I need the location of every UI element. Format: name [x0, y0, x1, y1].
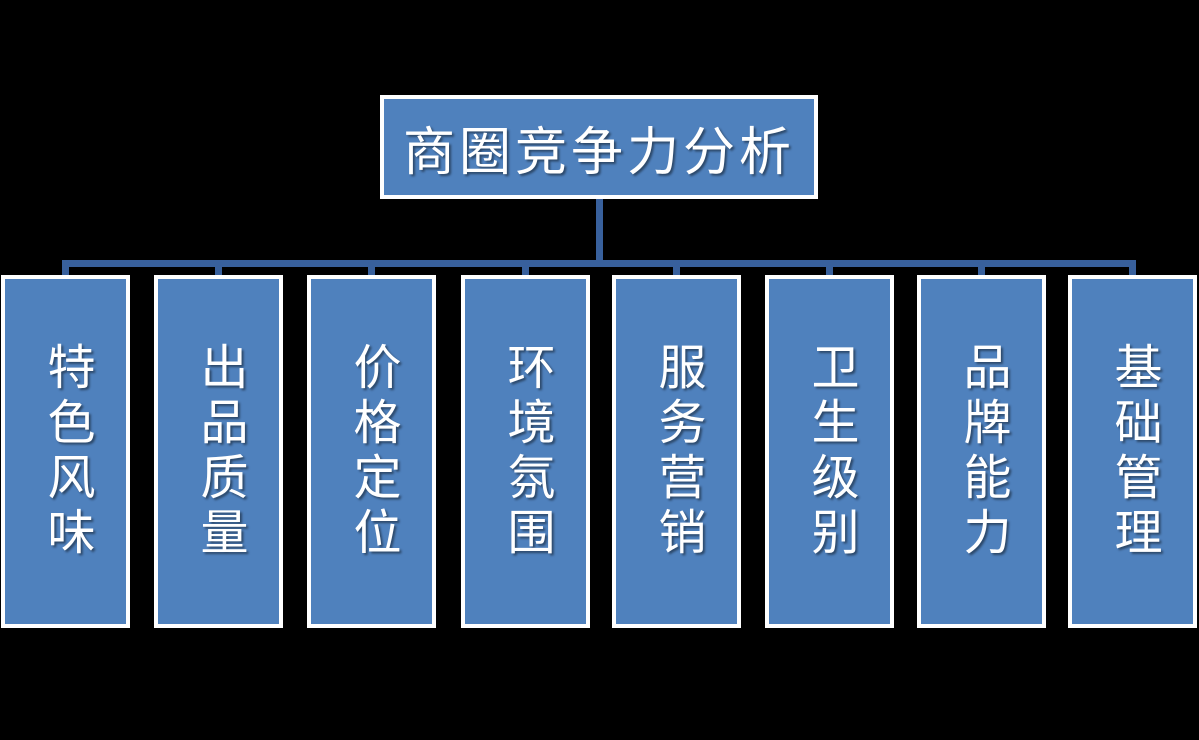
branch-node-special-flavor: 特色风味 [1, 275, 130, 628]
branch-node-price-positioning: 价格定位 [307, 275, 436, 628]
branch-label: 环境氛围 [499, 341, 553, 562]
branch-node-basic-management: 基础管理 [1068, 275, 1197, 628]
connector-drop-7 [978, 260, 985, 276]
branch-label: 特色风味 [39, 341, 93, 562]
branch-node-environment-atmosphere: 环境氛围 [461, 275, 590, 628]
branch-label: 基础管理 [1106, 341, 1160, 562]
branch-label: 服务营销 [650, 341, 704, 562]
connector-drop-2 [215, 260, 222, 276]
connector-drop-6 [826, 260, 833, 276]
connector-stem [596, 199, 603, 261]
connector-drop-1 [62, 260, 69, 276]
branch-node-product-quality: 出品质量 [154, 275, 283, 628]
branch-node-service-marketing: 服务营销 [612, 275, 741, 628]
branch-node-brand-capability: 品牌能力 [917, 275, 1046, 628]
connector-drop-3 [368, 260, 375, 276]
branch-label: 出品质量 [192, 341, 246, 562]
connector-rail [62, 260, 1136, 267]
diagram-title: 商圈竞争力分析 [402, 124, 795, 182]
branch-label: 价格定位 [345, 341, 399, 562]
connector-drop-8 [1129, 260, 1136, 276]
root-node-title: 商圈竞争力分析 [380, 95, 818, 199]
connector-drop-4 [522, 260, 529, 276]
branch-label: 品牌能力 [955, 341, 1009, 562]
branch-node-hygiene-level: 卫生级别 [765, 275, 894, 628]
connector-drop-5 [673, 260, 680, 276]
branch-label: 卫生级别 [803, 341, 857, 562]
